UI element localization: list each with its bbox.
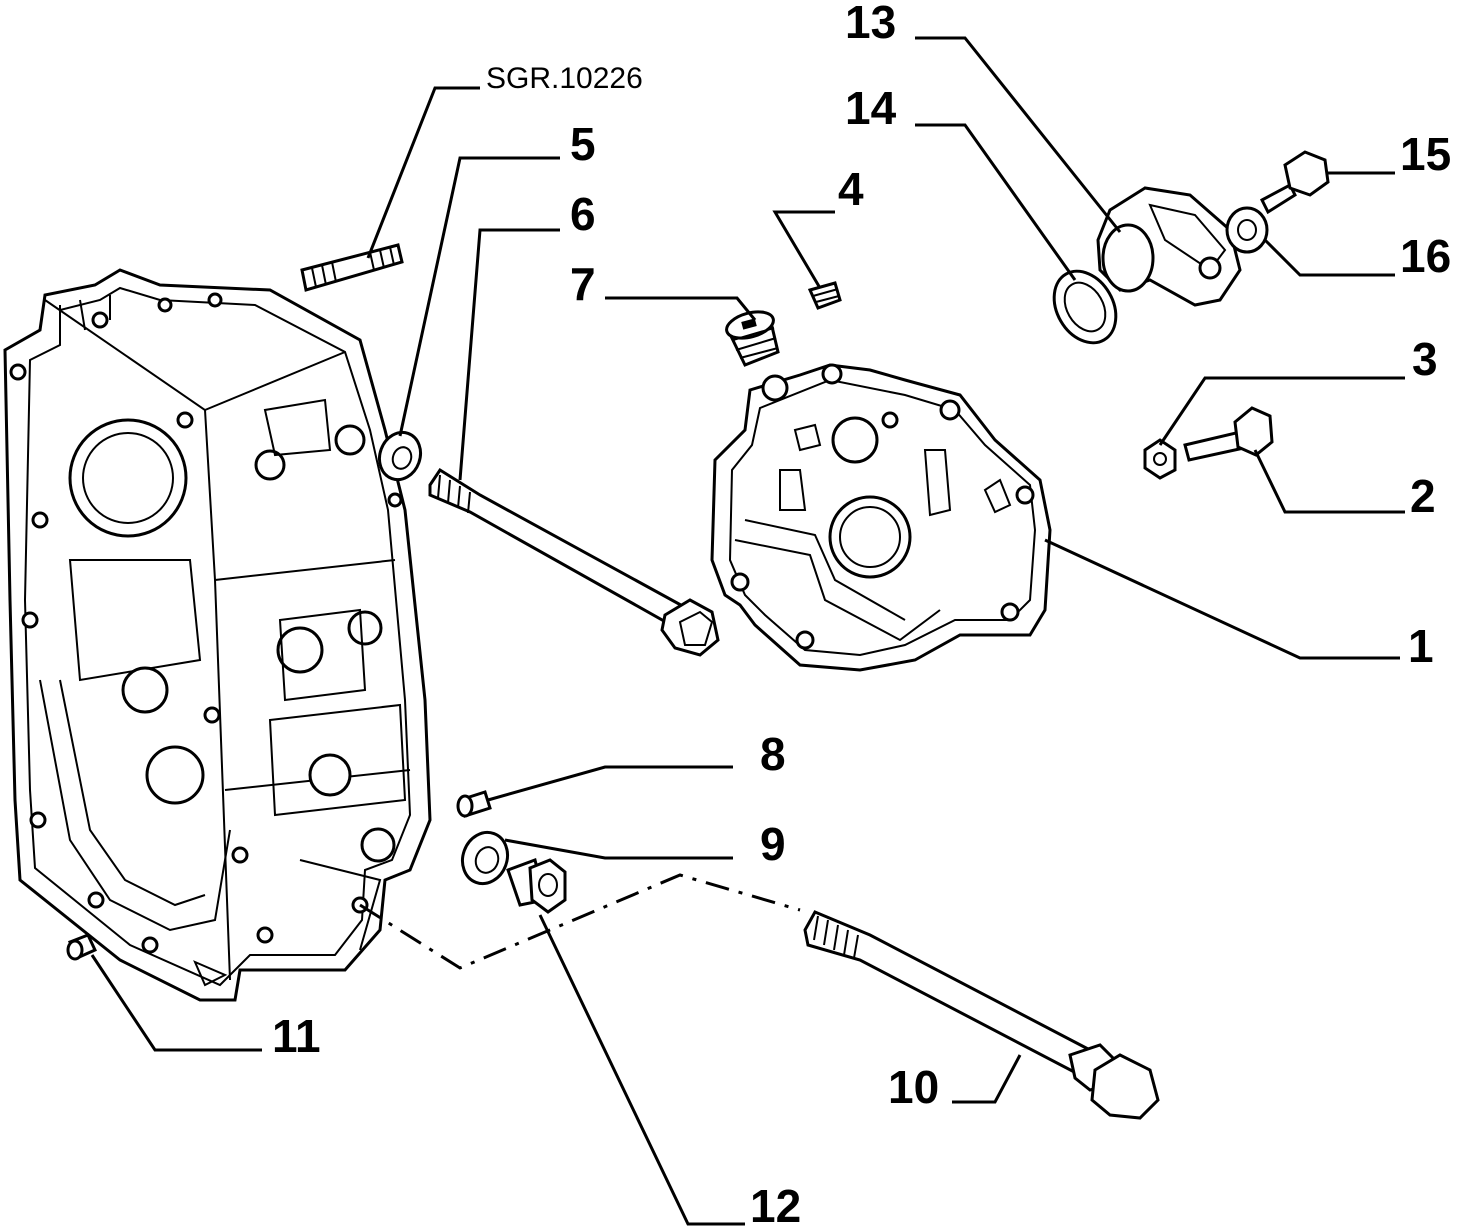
dowel-11	[66, 933, 98, 961]
callout-7: 7	[570, 258, 596, 310]
gearbox-housing	[3, 268, 432, 1002]
callout-13: 13	[845, 0, 896, 48]
callout-4: 4	[838, 163, 864, 215]
diagram-code-label: SGR.10226	[486, 62, 643, 95]
nut-3	[1143, 438, 1177, 480]
grub-screw-4	[807, 281, 842, 310]
bolt-2	[1183, 406, 1274, 462]
callout-11: 11	[272, 1010, 321, 1062]
callout-16: 16	[1400, 230, 1451, 282]
washer-5	[377, 430, 423, 482]
leader-lines	[90, 36, 1405, 1226]
callout-2: 2	[1410, 470, 1436, 522]
callout-15: 15	[1400, 128, 1451, 180]
callout-10: 10	[888, 1061, 939, 1113]
callout-5: 5	[570, 118, 596, 170]
long-bolt-6	[428, 467, 720, 657]
bolt-15	[1260, 150, 1330, 215]
callout-14: 14	[845, 82, 897, 134]
sensor-13	[1096, 186, 1242, 307]
callout-1: 1	[1408, 620, 1434, 672]
cover-plate	[710, 363, 1052, 672]
callout-3: 3	[1412, 333, 1438, 385]
callout-9: 9	[760, 818, 786, 870]
callout-6: 6	[570, 188, 596, 240]
assembly-axis-line	[359, 873, 801, 970]
long-bolt-10	[803, 910, 1160, 1120]
plug-12	[506, 858, 567, 914]
callout-8: 8	[760, 728, 786, 780]
washer-9	[460, 830, 510, 886]
seal-ring-14	[1052, 269, 1118, 345]
washer-16	[1225, 206, 1269, 254]
plug-7	[725, 310, 780, 367]
stud	[300, 243, 404, 292]
callout-12: 12	[750, 1180, 801, 1227]
sleeve-8	[456, 790, 492, 818]
